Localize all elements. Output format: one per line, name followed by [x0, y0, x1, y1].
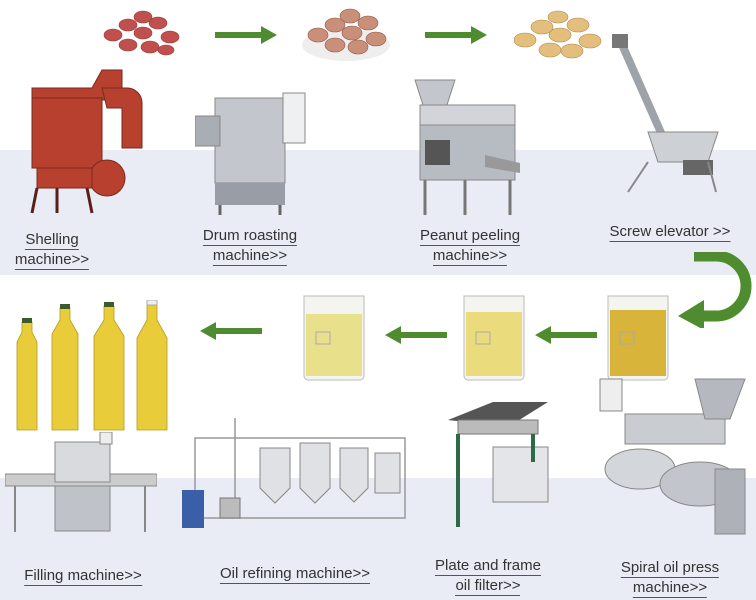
label-line[interactable]: Spiral oil press [620, 559, 720, 578]
shelling-machine-image [30, 69, 143, 214]
screw-elevator-image [612, 34, 719, 193]
arrow-right-icon [425, 26, 487, 44]
filling-machine-image [5, 432, 157, 532]
spiral-oil-press-machine-link[interactable]: Spiral oil press machine>> [620, 558, 720, 598]
label-line[interactable]: Oil refining machine>> [219, 565, 371, 584]
drum-roasting-machine-link[interactable]: Drum roasting machine>> [202, 226, 298, 266]
label-line[interactable]: oil filter>> [455, 577, 521, 596]
oil-refining-machine-link[interactable]: Oil refining machine>> [219, 564, 371, 584]
arrow-left-icon [385, 326, 447, 344]
u-turn-arrow-icon [678, 252, 752, 328]
oil-beaker-icon [303, 295, 365, 381]
label-line[interactable]: Drum roasting [202, 227, 298, 246]
plate-frame-oil-filter-image [448, 402, 549, 527]
peeled-peanuts-icon [513, 10, 602, 59]
arrow-left-icon [200, 322, 262, 340]
spiral-oil-press-machine-image [599, 378, 746, 535]
oil-bottles-icon [16, 300, 168, 431]
label-line[interactable]: machine>> [632, 579, 708, 598]
peanut-peeling-machine-link[interactable]: Peanut peeling machine>> [419, 226, 521, 266]
shelling-machine-link[interactable]: Shelling machine>> [14, 230, 90, 270]
roasted-peanuts-icon [302, 8, 390, 61]
label-line[interactable]: Screw elevator >> [609, 223, 731, 242]
oil-beaker-icon [463, 295, 525, 381]
red-peanuts-icon [103, 10, 180, 56]
arrow-right-icon [215, 26, 277, 44]
label-line[interactable]: machine>> [212, 247, 288, 266]
plate-frame-oil-filter-link[interactable]: Plate and frame oil filter>> [435, 556, 541, 596]
filling-machine-link[interactable]: Filling machine>> [24, 566, 142, 586]
oil-refining-machine-image [182, 418, 406, 528]
screw-elevator-link[interactable]: Screw elevator >> [609, 222, 731, 242]
label-line[interactable]: machine>> [432, 247, 508, 266]
peanut-peeling-machine-image [414, 79, 520, 215]
bottom-band [0, 478, 756, 600]
arrow-left-icon [535, 326, 597, 344]
oil-beaker-icon [607, 295, 669, 381]
label-line[interactable]: machine>> [14, 251, 90, 270]
label-line[interactable]: Peanut peeling [419, 227, 521, 246]
label-line[interactable]: Plate and frame [435, 557, 541, 576]
label-line[interactable]: Shelling [25, 231, 79, 250]
top-band [0, 150, 756, 275]
drum-roasting-machine-image [195, 92, 306, 215]
label-line[interactable]: Filling machine>> [24, 567, 142, 586]
